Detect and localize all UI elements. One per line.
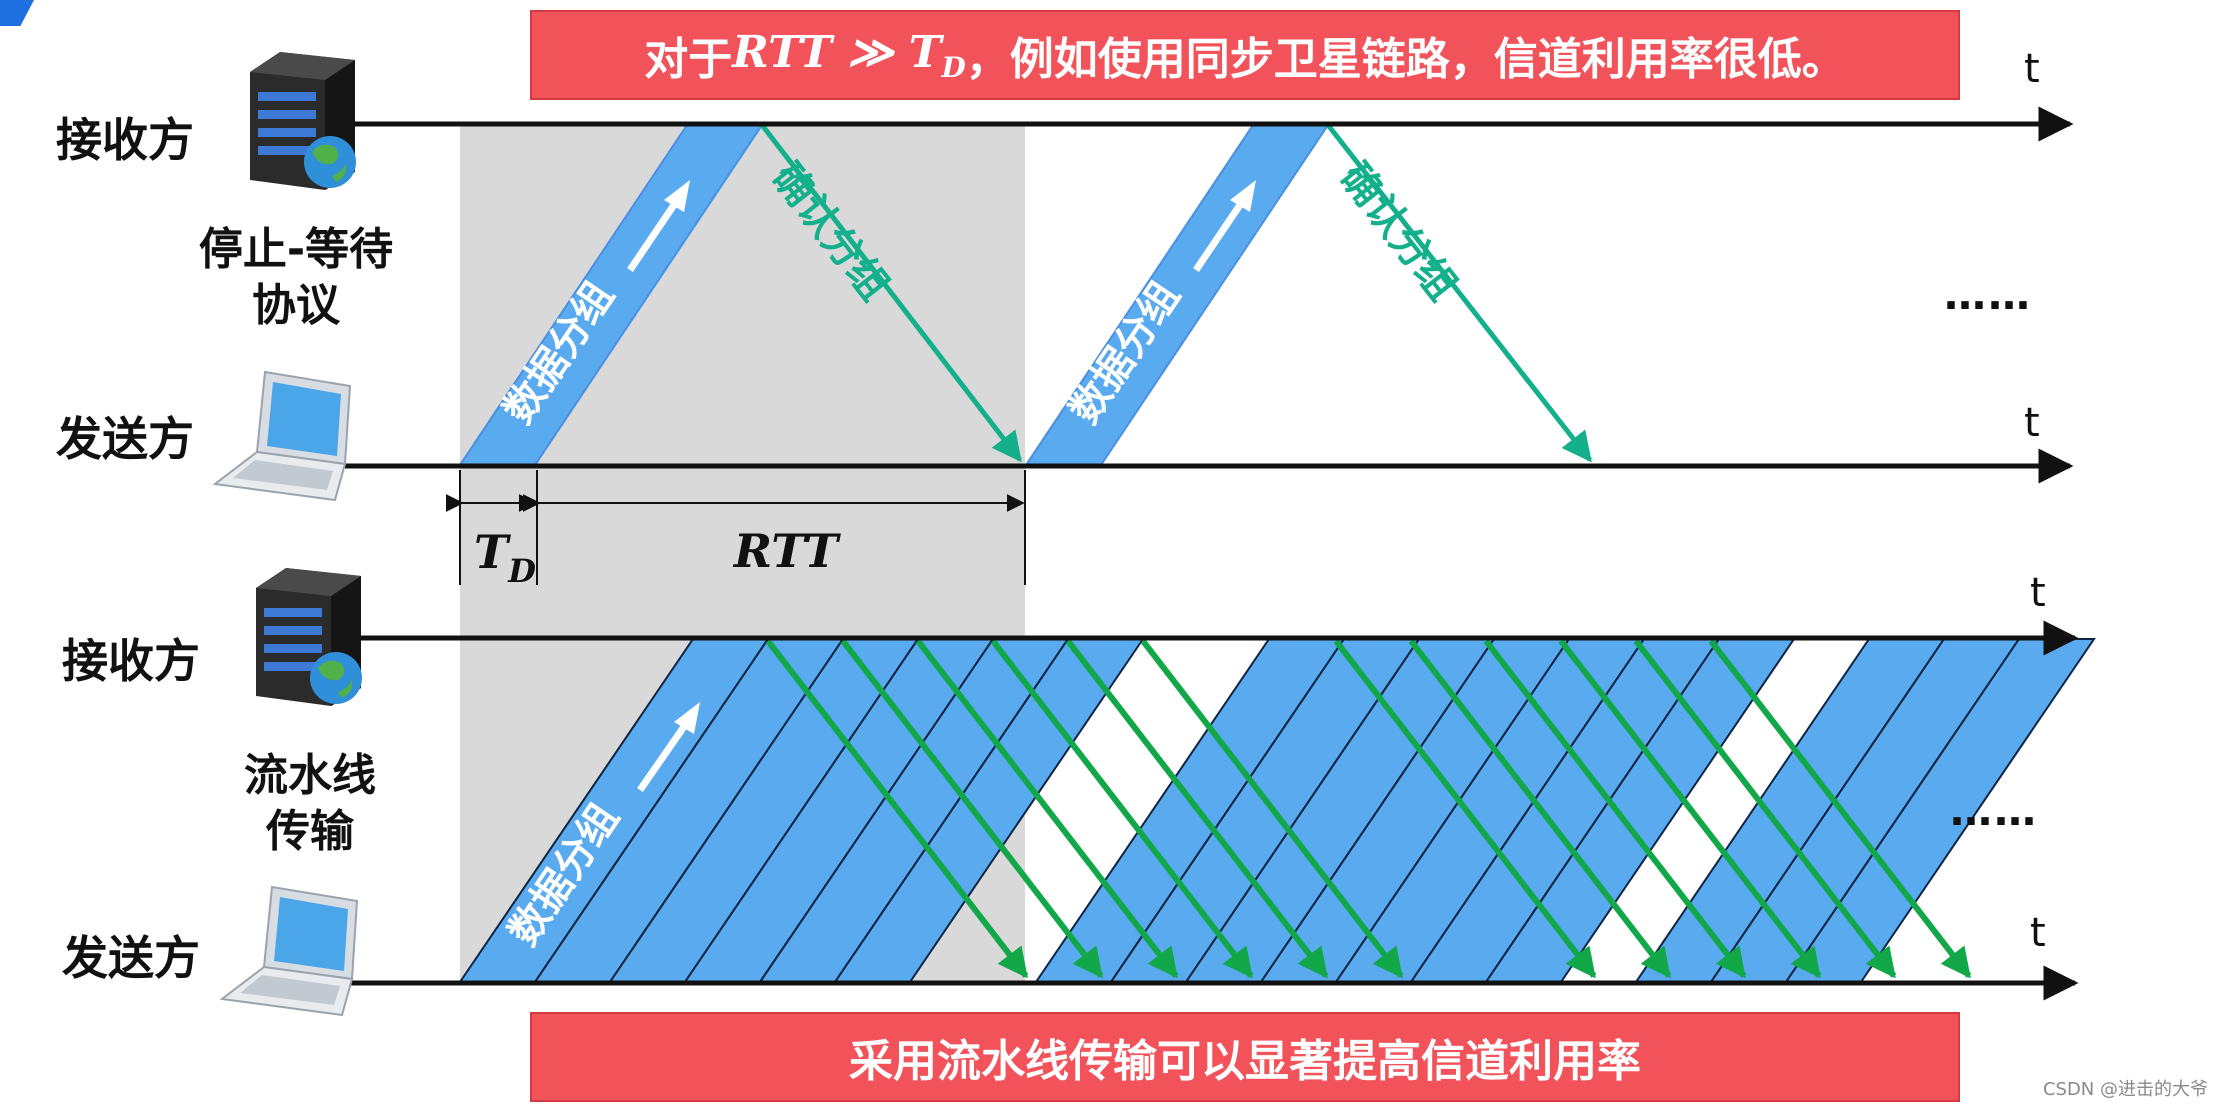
- continuation-ellipsis: ……: [1950, 786, 2038, 835]
- time-axis-label: t: [2030, 910, 2046, 956]
- pipeline-sender-label: 发送方: [62, 922, 200, 988]
- pipeline-protocol-label: 流水线 传输: [210, 748, 410, 860]
- stop-wait-receiver-label: 接收方: [56, 104, 194, 170]
- stop-wait-sender-label: 发送方: [56, 403, 194, 469]
- top-banner: 对于 RTT ≫ TD ，例如使用同步卫星链路，信道利用率很低。: [530, 10, 1960, 100]
- rtt-label: RTT: [732, 524, 842, 578]
- top-banner-prefix: 对于: [644, 23, 732, 87]
- protocol-label-line: 协议: [186, 278, 406, 334]
- protocol-label-line: 停止-等待: [186, 222, 406, 278]
- time-axis-label: t: [2024, 400, 2040, 446]
- continuation-ellipsis: ……: [1944, 270, 2032, 319]
- laptop-icon: [215, 372, 350, 500]
- formula-text: RTT ≫ T: [732, 27, 941, 78]
- stop-wait-protocol-label: 停止-等待 协议: [186, 222, 406, 334]
- formula-subscript: D: [941, 50, 965, 83]
- time-axis-label: t: [2024, 46, 2040, 92]
- laptop-icon: [222, 887, 357, 1015]
- bottom-banner-text: 采用流水线传输可以显著提高信道利用率: [849, 1025, 1641, 1089]
- protocol-label-line: 流水线: [210, 748, 410, 804]
- pipeline-receiver-label: 接收方: [62, 625, 200, 691]
- bottom-banner: 采用流水线传输可以显著提高信道利用率: [530, 1012, 1960, 1102]
- server-globe-icon: [256, 568, 362, 706]
- top-banner-formula: RTT ≫ TD: [732, 27, 965, 84]
- watermark: CSDN @进击的大爷: [2043, 1075, 2208, 1101]
- server-globe-icon: [250, 52, 356, 190]
- ack-packet-label: 确认分组: [1331, 155, 1466, 309]
- time-axis-label: t: [2030, 570, 2046, 616]
- top-banner-suffix: ，例如使用同步卫星链路，信道利用率很低。: [966, 23, 1846, 87]
- protocol-label-line: 传输: [210, 804, 410, 860]
